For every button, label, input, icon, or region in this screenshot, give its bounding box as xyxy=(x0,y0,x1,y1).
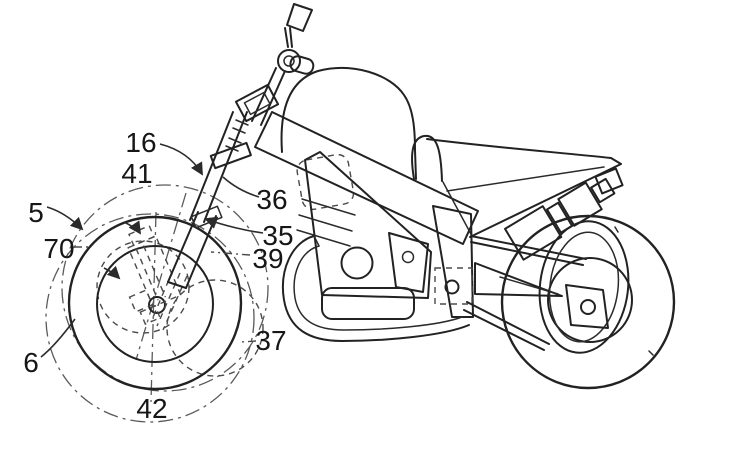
swingarm-loop-outer xyxy=(538,220,630,354)
front-axle xyxy=(148,296,166,314)
leader-37 xyxy=(240,340,257,343)
fork-slider-bottom xyxy=(167,281,187,289)
shock-reservoir xyxy=(594,167,624,195)
gusset-hole xyxy=(401,250,415,264)
fork-slider-edge xyxy=(167,211,199,283)
rear-frame-band xyxy=(432,205,474,318)
leader-36 xyxy=(222,176,260,198)
main-frame-beam xyxy=(254,111,479,245)
steering-stem-line xyxy=(260,70,286,126)
leader-6 xyxy=(40,318,76,358)
ref-label-36: 36 xyxy=(256,184,287,215)
hidden-unit-line xyxy=(135,248,159,301)
pointer-arrow-lower xyxy=(103,265,121,280)
front-tire xyxy=(67,215,243,391)
shock-reservoir-box xyxy=(594,167,624,195)
hidden-unit-block xyxy=(139,304,161,326)
phantom-envelope-circle-41 xyxy=(61,184,269,392)
handlebar-assembly xyxy=(277,3,315,75)
fork-tube-edge xyxy=(189,111,234,221)
phantom-envelope-circle-6 xyxy=(45,213,255,423)
rear-tire xyxy=(500,214,676,390)
engine-cover-circle xyxy=(340,246,374,280)
ref-label-41: 41 xyxy=(121,158,152,189)
swingarm-upper-strut xyxy=(470,235,587,266)
fork-slider-hidden-line xyxy=(150,269,174,323)
fuel-tank xyxy=(280,67,417,180)
frame-and-bodywork xyxy=(254,67,622,342)
belly-loop-inner xyxy=(293,245,463,331)
reference-numerals: 16 41 5 70 36 35 39 6 37 42 xyxy=(23,127,293,424)
rear-wheel xyxy=(500,214,676,390)
front-wheel xyxy=(45,184,269,423)
hidden-in-wheel-unit xyxy=(127,224,182,326)
tire-surface-ticks xyxy=(614,226,654,356)
front-rim xyxy=(96,245,214,363)
mirror-stalk xyxy=(284,27,293,48)
fork-tube-hatching xyxy=(225,119,249,152)
swingarm-brace-triangle xyxy=(474,262,563,297)
subframe-front-edge xyxy=(442,181,473,237)
hidden-pivot-bracket xyxy=(434,267,473,305)
ref-label-16: 16 xyxy=(125,127,156,158)
hidden-unit-line xyxy=(142,245,167,298)
rear-hub-plate xyxy=(565,284,609,329)
ref-label-42: 42 xyxy=(136,393,167,424)
fork-slider-hidden-line xyxy=(162,275,188,331)
upper-clamp-outer xyxy=(234,83,280,123)
hidden-unit-block xyxy=(128,289,154,313)
hidden-unit-circle-left xyxy=(96,240,190,334)
rear-disc xyxy=(547,257,633,343)
frame-gusset xyxy=(388,232,429,293)
tail-underside-line xyxy=(446,166,605,192)
upper-clamp-inner xyxy=(243,91,271,116)
front-frame-plate xyxy=(304,151,432,299)
shock-body-upper xyxy=(557,181,603,227)
hidden-duct xyxy=(296,153,355,211)
fork-slider-hidden-line xyxy=(156,272,181,327)
rear-axle xyxy=(580,299,596,315)
plate-vent-slits xyxy=(296,198,356,247)
leader-5 xyxy=(46,206,84,231)
ref-label-35: 35 xyxy=(262,220,293,251)
leader-39 xyxy=(210,251,251,256)
ref-label-39: 39 xyxy=(252,243,283,274)
front-fork xyxy=(167,67,286,289)
swingarm-loop-inner xyxy=(548,231,620,343)
bar-clamp-center xyxy=(283,55,295,67)
hidden-unit-block xyxy=(128,224,155,247)
ref-label-6: 6 xyxy=(23,347,39,378)
seat-hump xyxy=(411,134,443,182)
ref-label-5: 5 xyxy=(28,197,44,228)
hidden-unit-circle-right-37 xyxy=(166,279,264,377)
ref-label-37: 37 xyxy=(255,325,286,356)
tail-cowl xyxy=(426,138,622,238)
swingarm-lower-strut xyxy=(463,301,550,351)
belly-loop-end xyxy=(313,235,320,247)
bar-clamp xyxy=(277,49,301,73)
rear-view-mirror xyxy=(286,3,313,32)
pointer-arrow-upper xyxy=(123,220,142,235)
leader-16 xyxy=(159,143,203,176)
leader-35 xyxy=(204,216,264,234)
grip-body xyxy=(289,55,315,75)
engine-lower-case xyxy=(321,287,415,320)
rear-suspension xyxy=(463,167,624,351)
lower-clamp xyxy=(209,141,252,170)
swingarm-pivot-hole xyxy=(444,279,460,295)
throttle-grip xyxy=(289,55,315,75)
lower-triple-clamp xyxy=(209,141,252,170)
ref-label-70: 70 xyxy=(43,233,74,264)
leader-lines xyxy=(40,143,264,358)
swingarm-loop xyxy=(538,220,630,354)
upper-triple-clamp xyxy=(234,83,280,123)
belly-loop-outer xyxy=(282,235,470,342)
hidden-duct-outline xyxy=(296,153,355,211)
